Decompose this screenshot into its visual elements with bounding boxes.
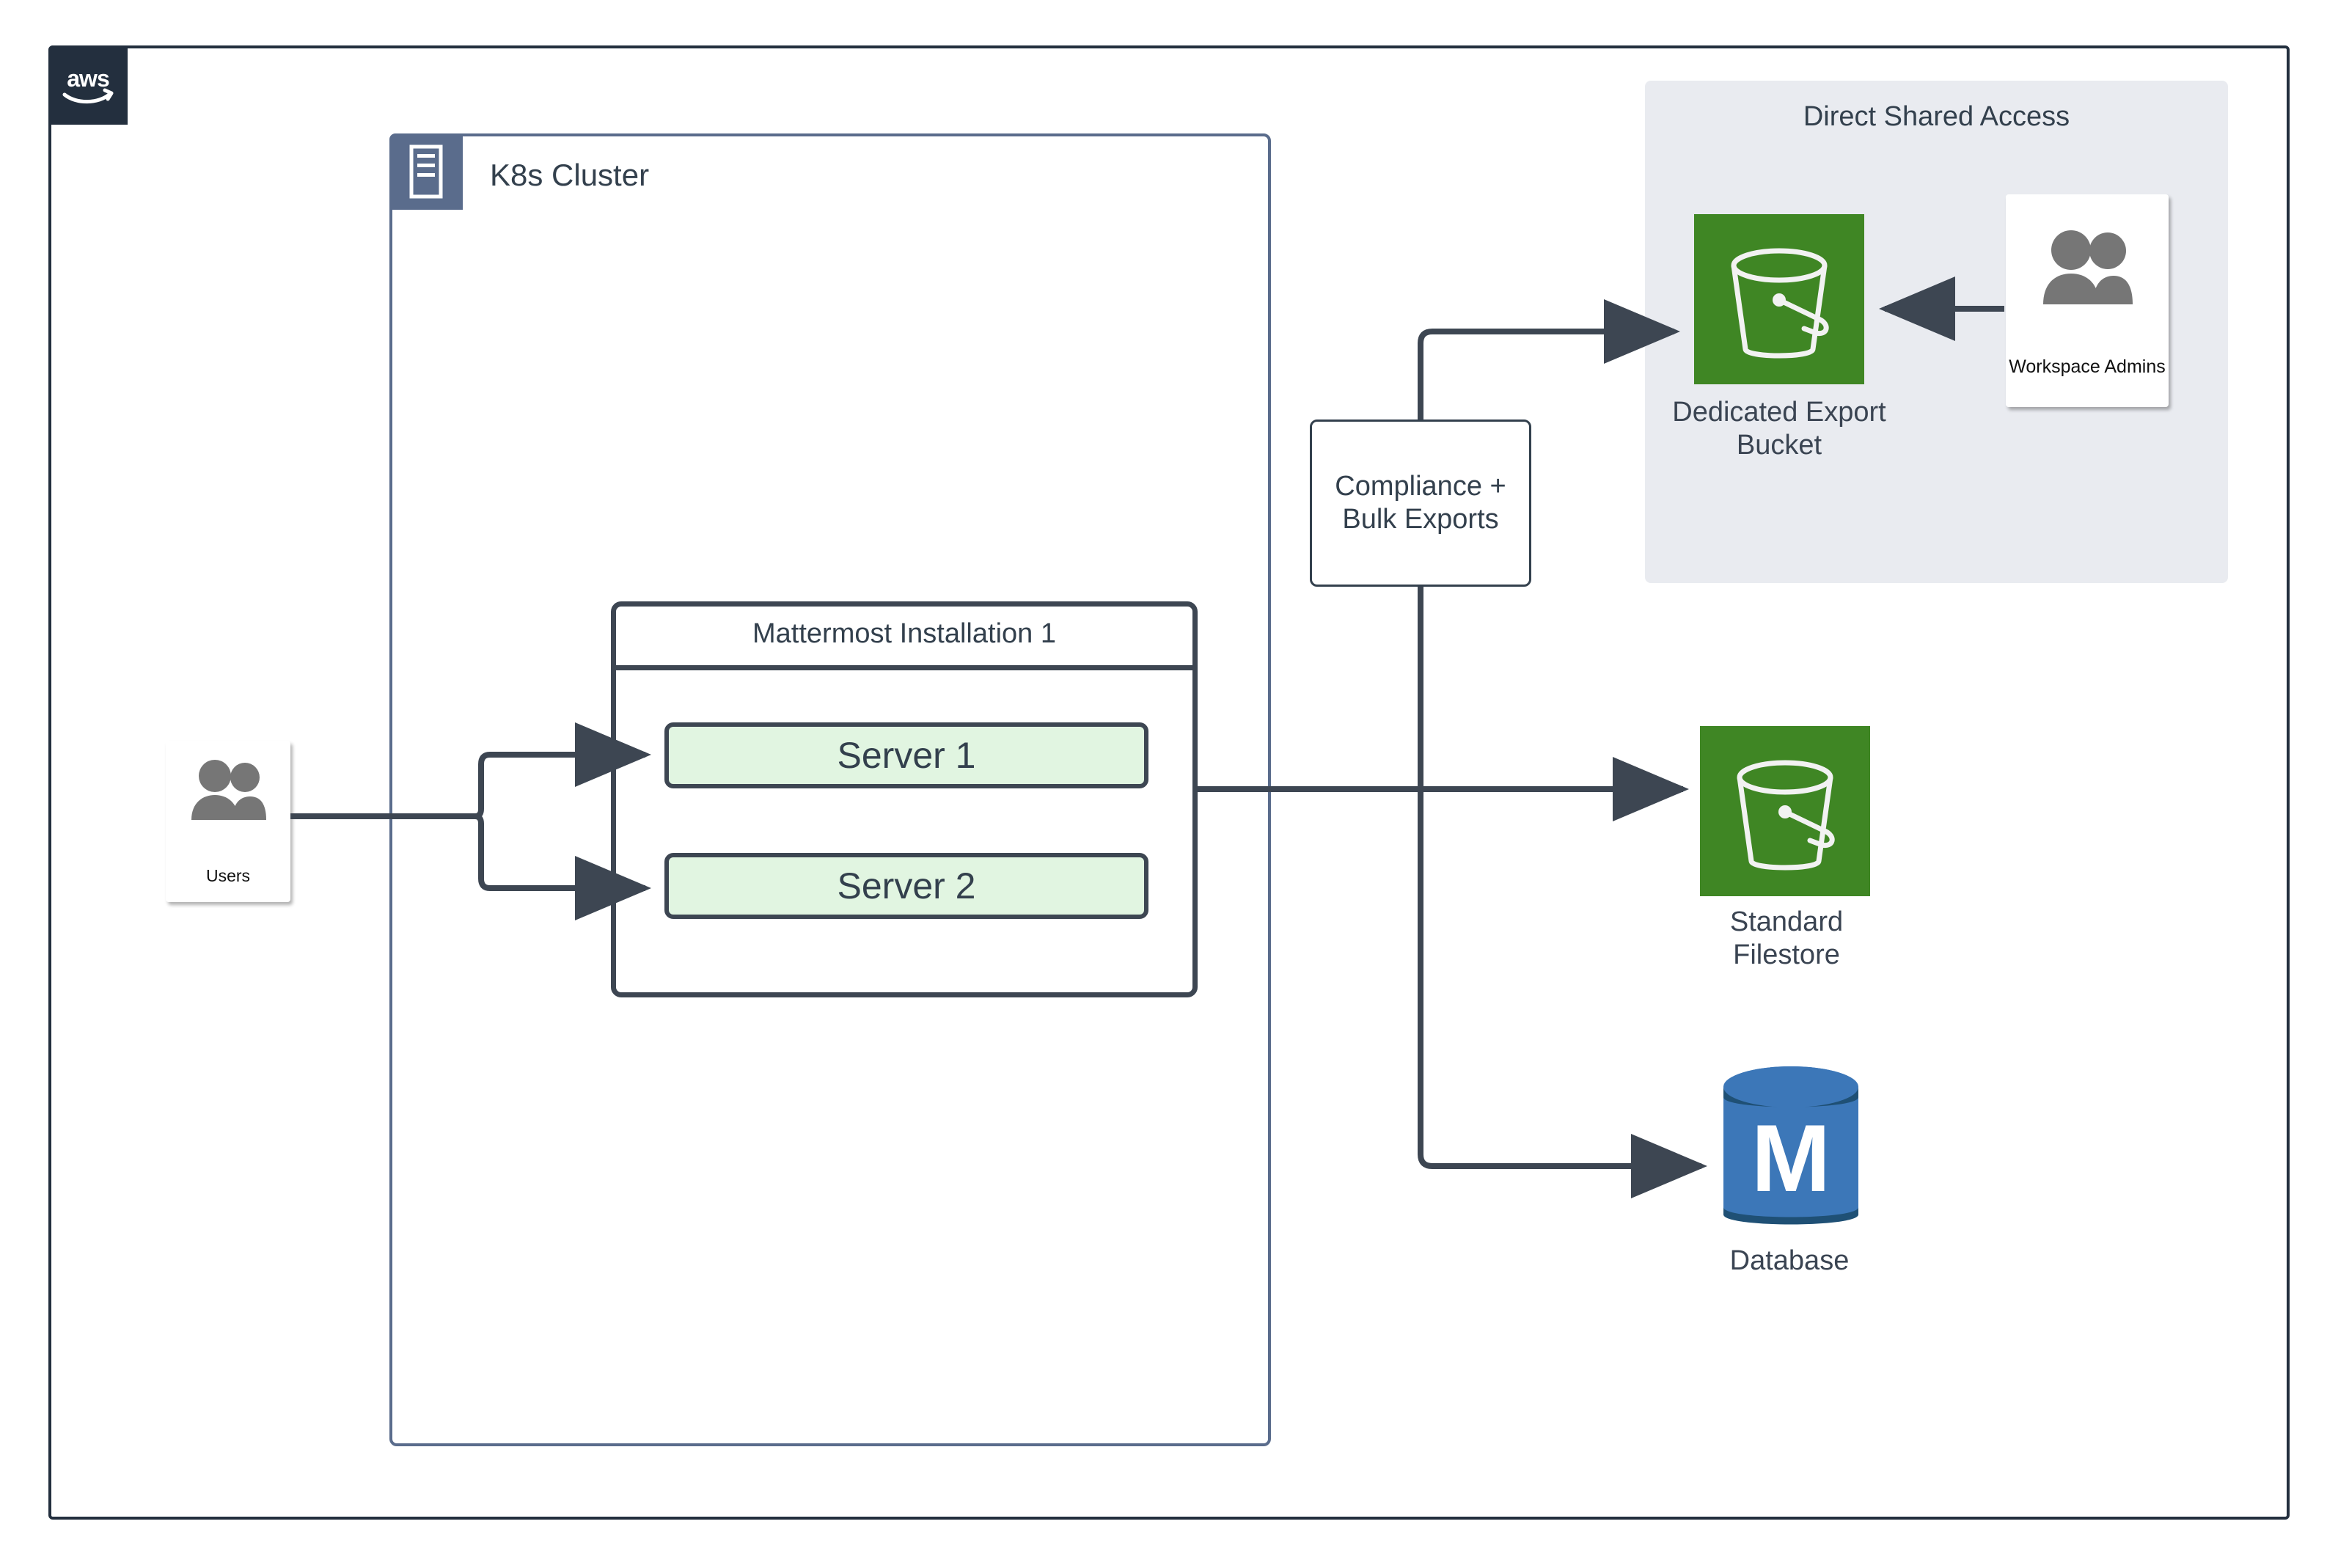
standard-filestore-label: Standard Filestore — [1729, 906, 1844, 970]
users-label: Users — [205, 866, 251, 885]
compliance-bulk-exports-node[interactable]: Compliance + Bulk Exports — [1310, 420, 1531, 587]
server-1-node[interactable]: Server 1 — [664, 722, 1148, 788]
database-label: Database — [1729, 1245, 1850, 1276]
aws-logo-icon: aws — [48, 45, 128, 125]
k8s-cluster-label: K8s Cluster — [490, 158, 650, 192]
s3-bucket-icon — [1737, 760, 1835, 871]
dedicated-export-bucket-label: Dedicated Export Bucket — [1672, 397, 1886, 461]
dedicated-export-bucket-node[interactable] — [1694, 214, 1864, 384]
workspace-admins-card[interactable]: Workspace Admins — [2006, 194, 2169, 407]
s3-bucket-icon — [1731, 248, 1829, 359]
direct-shared-access-title: Direct Shared Access — [1803, 101, 2070, 132]
compliance-label: Compliance + Bulk Exports — [1335, 471, 1506, 535]
mattermost-installation-title: Mattermost Installation 1 — [752, 618, 1056, 649]
server-rack-icon — [389, 133, 463, 210]
people-icon — [2037, 228, 2137, 309]
server-2-node[interactable]: Server 2 — [664, 853, 1148, 919]
mattermost-title-divider — [614, 665, 1195, 670]
database-cylinder-icon: M — [1723, 1066, 1858, 1225]
people-icon — [187, 758, 269, 825]
standard-filestore-node[interactable] — [1700, 726, 1870, 896]
users-card[interactable]: Users — [166, 741, 290, 902]
svg-text:M: M — [1751, 1104, 1831, 1212]
svg-text:aws: aws — [67, 65, 109, 92]
database-node[interactable]: M — [1719, 1062, 1863, 1238]
workspace-admins-label: Workspace Admins — [2009, 356, 2166, 377]
